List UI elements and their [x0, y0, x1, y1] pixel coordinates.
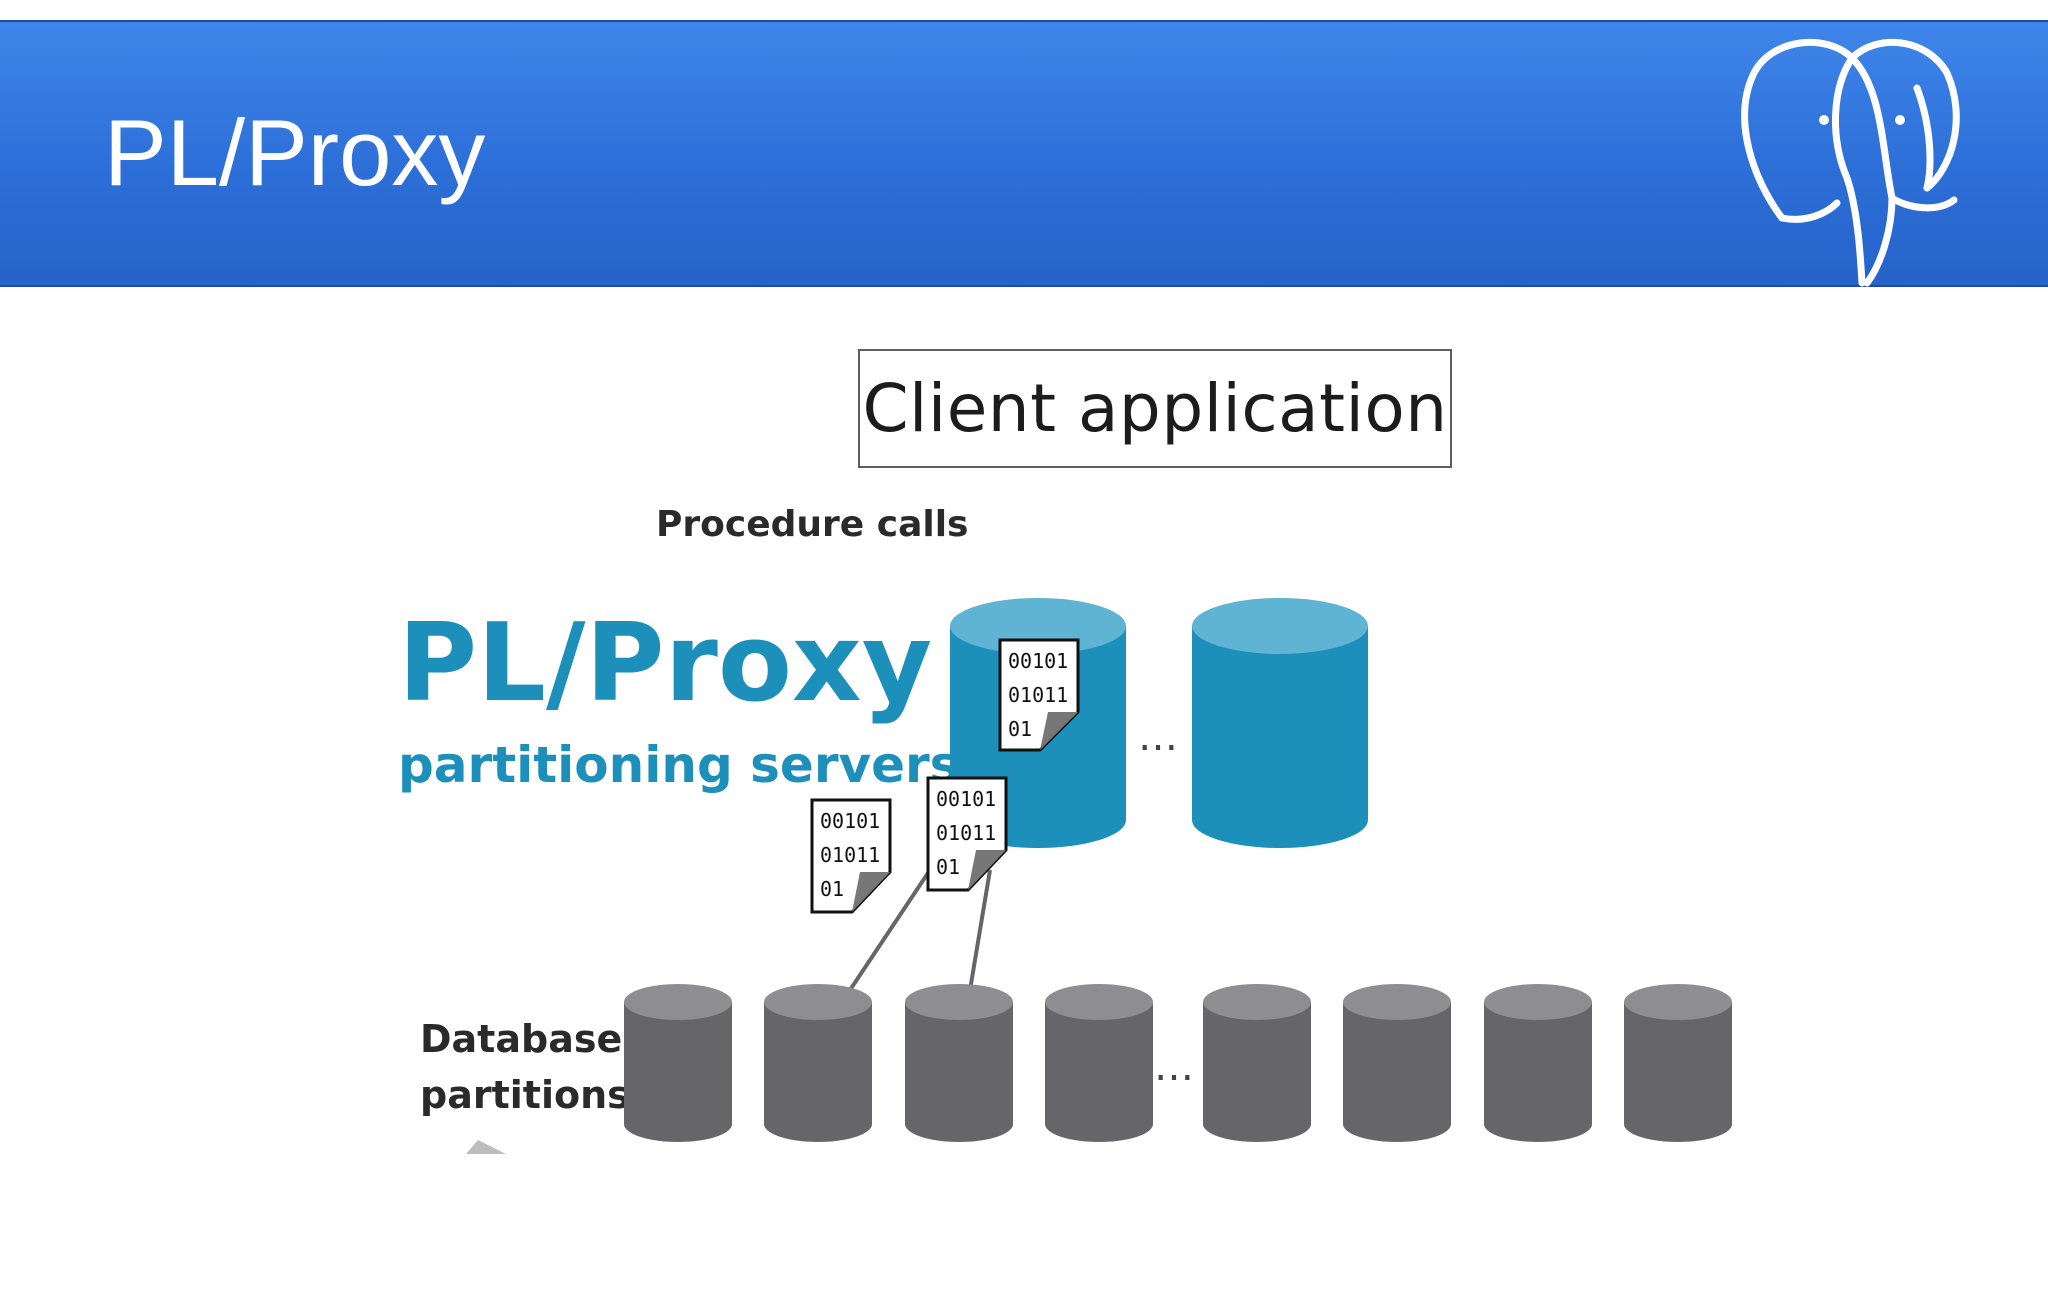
svg-text:01011: 01011 [936, 821, 996, 845]
partition-cylinder [905, 984, 1013, 1142]
binary-document-icon: 00101 01011 01 [998, 638, 1080, 752]
procedure-calls-label: Procedure calls [656, 504, 968, 545]
svg-text:00101: 00101 [936, 787, 996, 811]
svg-text:00101: 00101 [1008, 649, 1068, 673]
svg-text:01011: 01011 [820, 843, 880, 867]
binary-document-icon: 00101 01011 01 [810, 798, 892, 914]
partition-cylinder [1203, 984, 1311, 1142]
partition-cylinder [1624, 984, 1732, 1142]
partition-cylinder [1484, 984, 1592, 1142]
partition-cylinder [1343, 984, 1451, 1142]
binary-document-icon: 00101 01011 01 [926, 776, 1008, 892]
svg-text:01: 01 [1008, 717, 1032, 741]
partition-cylinder [624, 984, 732, 1142]
proxy-server-cylinder [1192, 598, 1368, 848]
partitions-ellipsis: … [1154, 1044, 1194, 1090]
slide-header: PL/Proxy [0, 20, 2048, 287]
connector-line [966, 869, 992, 1003]
slide-title: PL/Proxy [104, 100, 486, 205]
partitions-label: partitions [420, 1073, 630, 1117]
svg-text:00101: 00101 [820, 809, 880, 833]
arrow-fragment-icon [466, 1140, 506, 1154]
svg-text:01011: 01011 [1008, 683, 1068, 707]
client-application-label: Client application [862, 370, 1448, 447]
partition-cylinder [1045, 984, 1153, 1142]
partition-cylinder [764, 984, 872, 1142]
svg-text:01: 01 [936, 855, 960, 879]
partitions-label: Database [420, 1017, 622, 1061]
proxy-subtitle: partitioning servers [398, 736, 959, 794]
postgresql-elephant-icon [1741, 38, 1960, 287]
proxy-ellipsis: … [1138, 714, 1178, 760]
connector-line [844, 868, 932, 998]
client-application-box: Client application [858, 349, 1452, 468]
svg-text:01: 01 [820, 877, 844, 901]
proxy-title: PL/Proxy [398, 601, 932, 726]
